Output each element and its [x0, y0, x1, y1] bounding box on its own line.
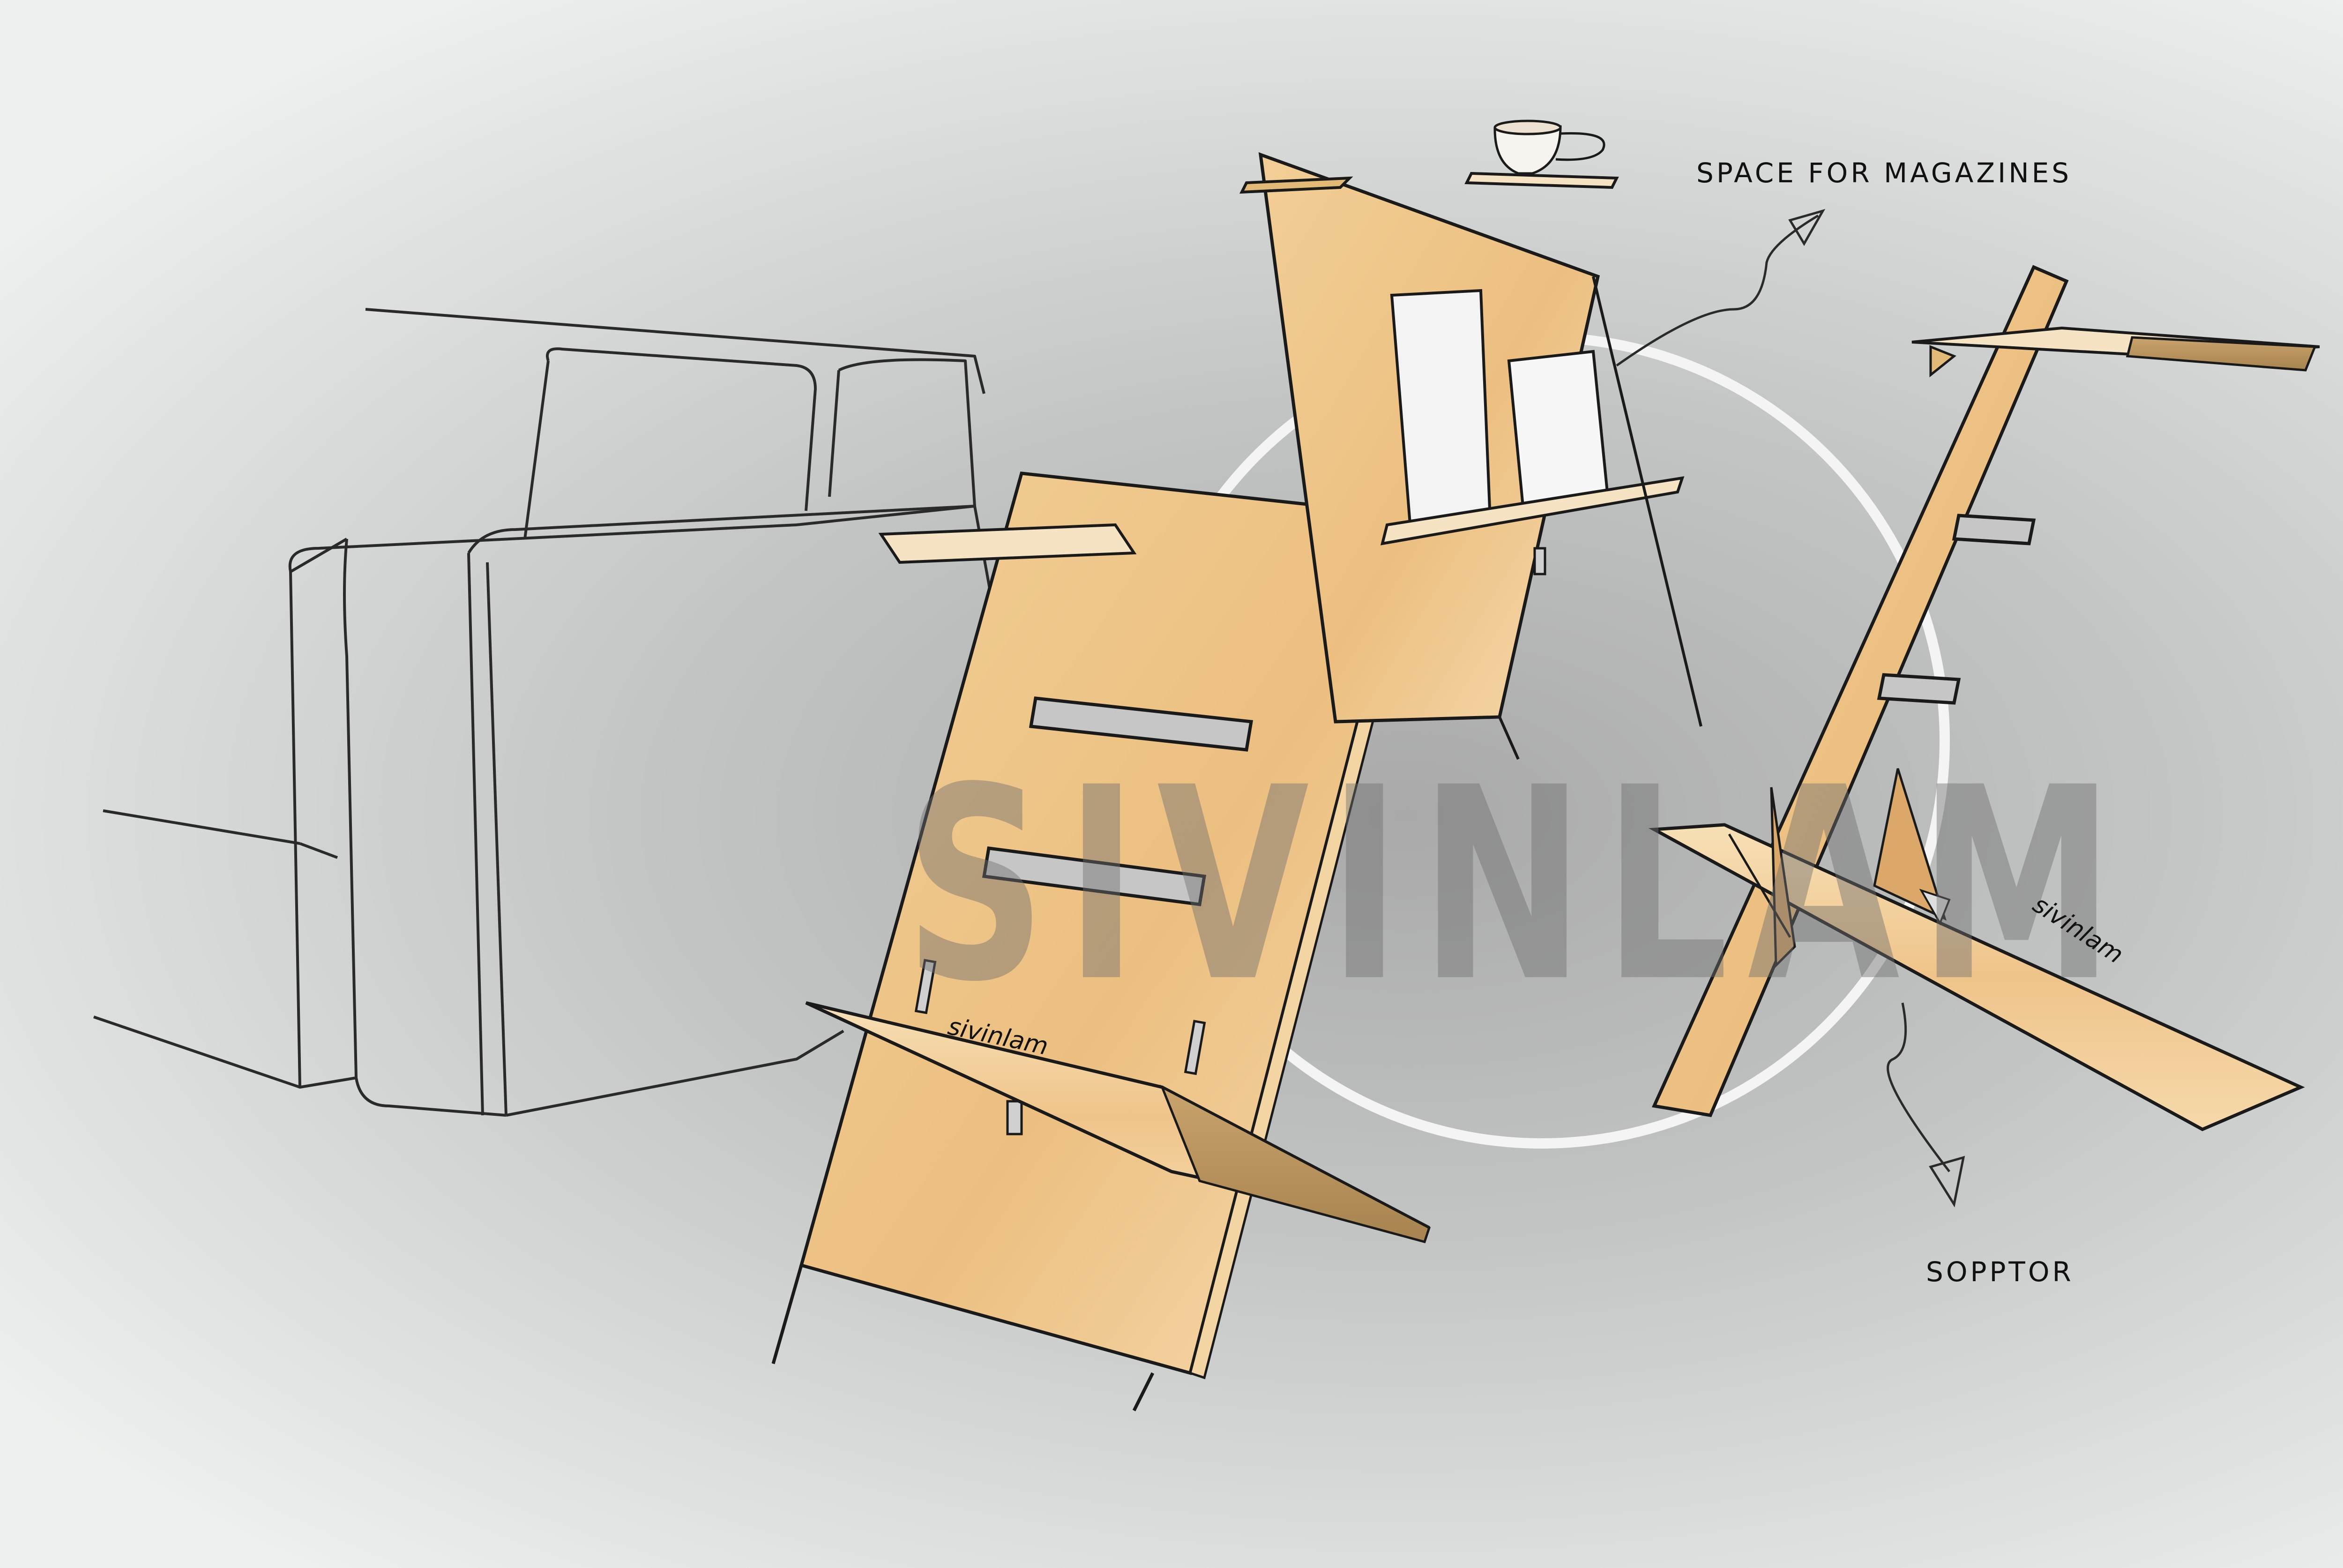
desk-right-x-stand: [1648, 265, 2320, 1131]
watermark-text: SIVINLAM: [904, 731, 2134, 1041]
cup-icon: [1493, 119, 1605, 175]
annotation-support: SOPPTOR: [1926, 1256, 2074, 1288]
annotation-magazines: SPACE FOR MAGAZINES: [1696, 157, 2072, 189]
desk-top-magazine: [1239, 119, 1702, 760]
sofa-sketch: [93, 308, 995, 1117]
annotation-arrows: [1616, 209, 1965, 1208]
desk-left: [771, 471, 1463, 1411]
